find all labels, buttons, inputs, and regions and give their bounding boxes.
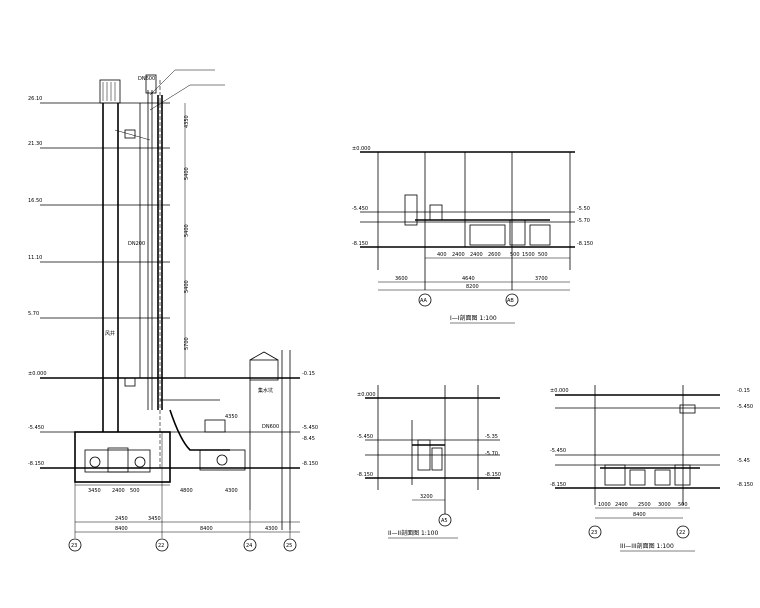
svg-text:-8.45: -8.45 <box>302 436 315 442</box>
svg-text:8400: 8400 <box>633 512 646 518</box>
svg-text:2400: 2400 <box>470 252 483 258</box>
svg-text:2400: 2400 <box>615 502 628 508</box>
svg-text:3450: 3450 <box>148 516 161 522</box>
svg-text:-0.15: -0.15 <box>302 371 315 377</box>
main-axis-bubbles: 23 22 24 25 <box>68 538 297 552</box>
section-2-title: II—II剖面图 1:100 <box>388 529 438 537</box>
svg-text:1000: 1000 <box>598 502 611 508</box>
section-1-title: I—I剖面图 1:100 <box>450 314 497 322</box>
elev-0: ±0.000 <box>28 371 47 377</box>
elev-16: 16.50 <box>28 198 42 204</box>
svg-text:-5.450: -5.450 <box>357 434 373 440</box>
svg-text:4640: 4640 <box>462 276 475 282</box>
svg-text:8400: 8400 <box>115 526 128 532</box>
svg-text:400: 400 <box>437 252 447 258</box>
riser-label: DN200 <box>128 241 145 247</box>
svg-text:500: 500 <box>130 488 140 494</box>
svg-text:-8.150: -8.150 <box>737 482 753 488</box>
svg-text:-5.450: -5.450 <box>352 206 368 212</box>
svg-text:-5.450: -5.450 <box>737 404 753 410</box>
svg-text:2450: 2450 <box>115 516 128 522</box>
section-3-title: III—III剖面图 1:100 <box>620 542 674 550</box>
elev-m8: -8.150 <box>28 461 44 467</box>
svg-text:5400: 5400 <box>184 280 190 293</box>
svg-text:22: 22 <box>679 530 685 536</box>
section-2: ±0.000 -5.450 -8.150 -5.35 -5.70 -8.150 … <box>357 385 501 539</box>
svg-text:DN600: DN600 <box>262 424 279 430</box>
svg-text:8400: 8400 <box>200 526 213 532</box>
svg-text:-5.45: -5.45 <box>737 458 750 464</box>
svg-text:24: 24 <box>246 543 252 549</box>
svg-text:-8.150: -8.150 <box>485 472 501 478</box>
svg-text:AA: AA <box>420 298 428 304</box>
svg-text:-5.50: -5.50 <box>577 206 590 212</box>
room-label: 风井 <box>105 330 115 337</box>
svg-text:4350: 4350 <box>184 115 190 128</box>
elev-26: 26.10 <box>28 96 42 102</box>
svg-text:4300: 4300 <box>225 488 238 494</box>
svg-text:5700: 5700 <box>184 337 190 350</box>
svg-text:±0.000: ±0.000 <box>352 146 371 152</box>
svg-text:A5: A5 <box>441 518 448 524</box>
svg-text:500: 500 <box>538 252 548 258</box>
svg-text:23: 23 <box>71 543 77 549</box>
svg-text:5400: 5400 <box>184 224 190 237</box>
main-elevation-labels: 26.10 21.30 16.50 11.10 5.70 ±0.000 -5.4… <box>28 96 47 467</box>
elev-5: 5.70 <box>28 311 39 317</box>
svg-text:1500: 1500 <box>522 252 535 258</box>
svg-text:3450: 3450 <box>88 488 101 494</box>
section-3: ±0.000 -5.450 -8.150 -0.15 -5.450 -5.45 … <box>550 385 753 552</box>
svg-text:25: 25 <box>286 543 292 549</box>
svg-text:AB: AB <box>507 298 514 304</box>
svg-text:DN600: DN600 <box>138 76 155 82</box>
svg-text:-8.150: -8.150 <box>352 241 368 247</box>
svg-text:2400: 2400 <box>452 252 465 258</box>
svg-text:-5.450: -5.450 <box>302 425 318 431</box>
svg-text:2600: 2600 <box>488 252 501 258</box>
main-section: 26.10 21.30 16.50 11.10 5.70 ±0.000 -5.4… <box>28 69 318 552</box>
svg-text:2400: 2400 <box>112 488 125 494</box>
elev-11: 11.10 <box>28 255 42 261</box>
svg-text:-8.150: -8.150 <box>550 482 566 488</box>
svg-text:2500: 2500 <box>638 502 651 508</box>
elev-21: 21.30 <box>28 141 42 147</box>
svg-text:4350: 4350 <box>225 414 238 420</box>
section-1: ±0.000 -5.450 -8.150 -5.50 -5.70 -8.150 … <box>352 146 593 324</box>
svg-text:-8.150: -8.150 <box>577 241 593 247</box>
svg-text:5400: 5400 <box>184 167 190 180</box>
elev-m5: -5.450 <box>28 425 44 431</box>
svg-text:3600: 3600 <box>395 276 408 282</box>
equipment-label: 集水坑 <box>258 387 273 394</box>
svg-text:-8.150: -8.150 <box>302 461 318 467</box>
svg-text:4800: 4800 <box>180 488 193 494</box>
svg-text:3000: 3000 <box>658 502 671 508</box>
svg-text:500: 500 <box>678 502 688 508</box>
svg-text:-5.450: -5.450 <box>550 448 566 454</box>
svg-text:4300: 4300 <box>265 526 278 532</box>
svg-text:-8.150: -8.150 <box>357 472 373 478</box>
svg-text:-0.15: -0.15 <box>737 388 750 394</box>
svg-text:22: 22 <box>158 543 164 549</box>
svg-text:±0.000: ±0.000 <box>550 388 569 394</box>
svg-text:3700: 3700 <box>535 276 548 282</box>
svg-text:23: 23 <box>591 530 597 536</box>
svg-text:-5.35: -5.35 <box>485 434 498 440</box>
svg-text:±0.000: ±0.000 <box>357 392 376 398</box>
svg-text:-5.70: -5.70 <box>485 451 498 457</box>
svg-text:3200: 3200 <box>420 494 433 500</box>
svg-text:8200: 8200 <box>466 284 479 290</box>
svg-text:-5.70: -5.70 <box>577 218 590 224</box>
svg-text:500: 500 <box>510 252 520 258</box>
